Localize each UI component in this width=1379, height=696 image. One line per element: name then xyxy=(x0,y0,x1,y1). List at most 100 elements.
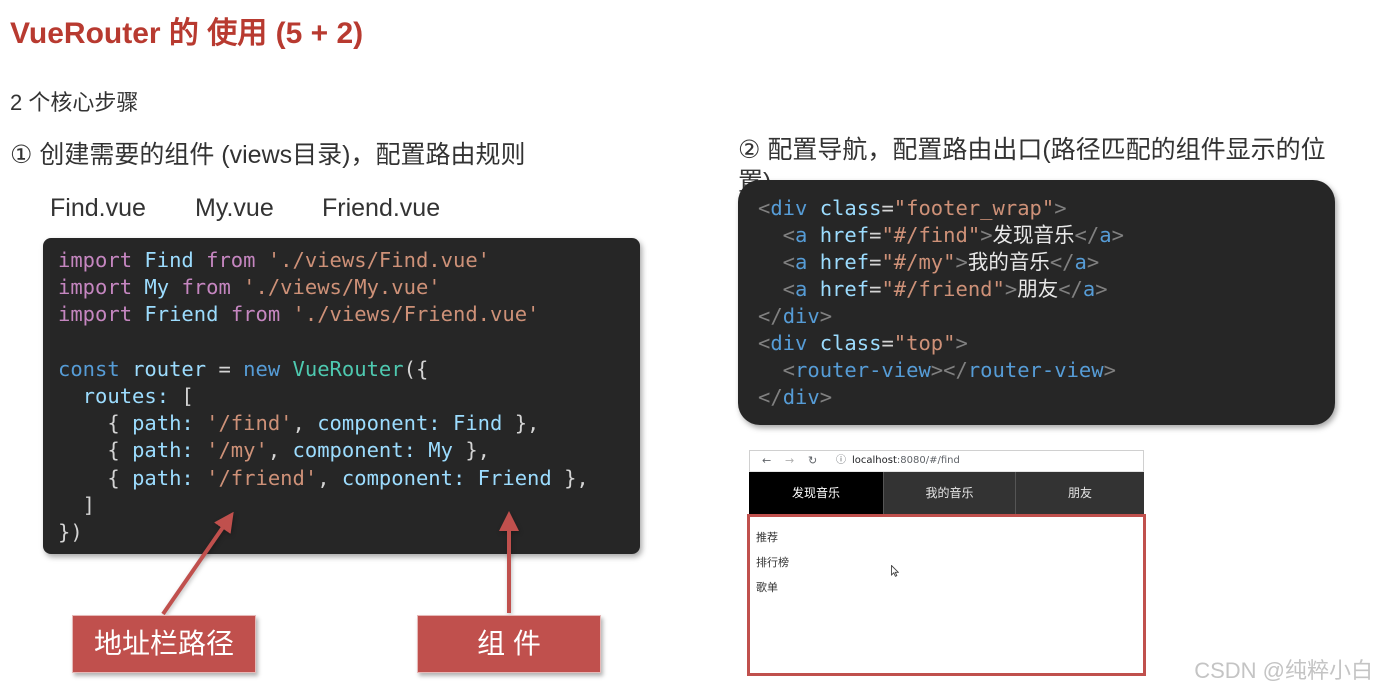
url-host: localhost xyxy=(852,455,897,466)
file-name-my: My.vue xyxy=(195,194,274,222)
code-line: <a href="#/my">我的音乐</a> xyxy=(758,249,1335,276)
address-bar[interactable]: localhost:8080/#/find xyxy=(852,451,960,471)
url-path: :8080/#/find xyxy=(896,455,960,466)
code-token: </ xyxy=(758,304,783,328)
slide-subtitle: 2 个核心步骤 xyxy=(10,90,139,115)
arrow-left-icon[interactable] xyxy=(762,451,771,471)
code-token: VueRouter xyxy=(292,356,404,381)
code-token: a xyxy=(795,250,820,274)
code-token: './views/Friend.vue' xyxy=(292,302,540,327)
code-line: <a href="#/find">发现音乐</a> xyxy=(758,222,1335,249)
code-token: > xyxy=(1004,277,1018,301)
code-token: new xyxy=(243,356,293,381)
code-token: { xyxy=(58,411,133,436)
code-line: const router = new VueRouter({ xyxy=(58,356,640,383)
code-token: const xyxy=(58,356,133,381)
code-token: { xyxy=(58,465,133,490)
code-line: { path: '/friend', component: Friend }, xyxy=(58,465,640,492)
code-token: > xyxy=(819,304,833,328)
code-token: router-view xyxy=(967,358,1104,382)
tab-friend[interactable]: 朋友 xyxy=(1015,472,1144,514)
code-token: , xyxy=(292,411,318,436)
browser-toolbar: localhost:8080/#/find xyxy=(749,450,1144,472)
code-token: }) xyxy=(58,519,83,544)
info-icon[interactable] xyxy=(836,451,846,471)
code-token: div xyxy=(782,385,820,409)
slide-title: VueRouter 的 使用 (5 + 2) xyxy=(10,17,364,50)
code-token: path: xyxy=(132,411,207,436)
code-token: ></ xyxy=(930,358,968,382)
code-token: > xyxy=(955,331,968,355)
code-token: = xyxy=(881,331,894,355)
code-token: < xyxy=(758,223,796,247)
code-token: class xyxy=(819,196,882,220)
code-token: href xyxy=(819,277,870,301)
code-token: Find xyxy=(452,411,503,436)
code-token: from xyxy=(181,275,244,300)
code-token: div xyxy=(770,331,820,355)
code-token: import xyxy=(58,248,145,272)
code-token: a xyxy=(1082,277,1096,301)
code-token: > xyxy=(1054,196,1067,220)
code-token: { xyxy=(58,438,133,463)
nav-tabs: 发现音乐 我的音乐 朋友 xyxy=(749,472,1144,514)
code-token: > xyxy=(819,385,833,409)
list-item: 排行榜 xyxy=(756,556,789,569)
tab-my-music[interactable]: 我的音乐 xyxy=(883,472,1015,514)
code-token: , xyxy=(317,465,342,490)
code-line: <router-view></router-view> xyxy=(758,357,1335,384)
code-token: a xyxy=(1074,250,1087,274)
code-token: href xyxy=(819,250,870,274)
code-token: href xyxy=(819,223,870,247)
code-token: = xyxy=(869,277,882,301)
code-token: ] xyxy=(58,492,96,517)
code-token: "top" xyxy=(893,331,956,355)
code-token: < xyxy=(758,196,771,220)
code-token: a xyxy=(795,277,820,301)
code-token: </ xyxy=(1049,250,1075,274)
file-name-find: Find.vue xyxy=(50,194,146,222)
code-token: import xyxy=(58,275,145,300)
code-token: = xyxy=(218,356,244,381)
code-line: import Friend from './views/Friend.vue' xyxy=(58,301,640,328)
code-token: Friend xyxy=(144,302,231,327)
code-token: class xyxy=(819,331,882,355)
code-token: < xyxy=(758,358,796,382)
code-token: "#/my" xyxy=(881,250,956,274)
code-line: { path: '/find', component: Find }, xyxy=(58,410,640,437)
code-token: = xyxy=(869,223,882,247)
code-line: import Find from './views/Find.vue' xyxy=(58,247,640,274)
code-line: </div> xyxy=(758,303,1335,330)
router-config-code-block: import Find from './views/Find.vue'impor… xyxy=(43,238,640,554)
code-token: < xyxy=(758,331,771,355)
code-token: component: xyxy=(341,465,478,490)
code-line: }) xyxy=(58,519,640,546)
reload-icon[interactable] xyxy=(808,451,817,471)
code-token: < xyxy=(758,250,796,274)
code-token: './views/Find.vue' xyxy=(267,248,491,272)
code-token: > xyxy=(1095,277,1108,301)
list-item: 歌单 xyxy=(756,581,778,594)
code-token: component: xyxy=(292,438,429,463)
browser-preview: localhost:8080/#/find 发现音乐 我的音乐 朋友 推荐 排行… xyxy=(747,450,1146,676)
arrow-right-icon[interactable] xyxy=(785,451,794,471)
code-line: <div class="top"> xyxy=(758,330,1335,357)
code-token: </ xyxy=(758,385,783,409)
code-token: My xyxy=(428,438,453,463)
code-line: ] xyxy=(58,492,640,519)
address-path-callout: 地址栏路径 xyxy=(72,615,256,673)
tab-find-music[interactable]: 发现音乐 xyxy=(749,472,883,514)
code-line: <div class="footer_wrap"> xyxy=(758,195,1335,222)
code-token: './views/My.vue' xyxy=(243,275,441,300)
code-token: routes: xyxy=(58,383,170,408)
list-item: 推荐 xyxy=(756,531,778,544)
code-token: = xyxy=(869,250,882,274)
component-callout: 组 件 xyxy=(417,615,601,673)
mouse-pointer-icon xyxy=(891,565,899,577)
code-token: "#/friend" xyxy=(881,277,1005,301)
code-token: "footer_wrap" xyxy=(893,196,1055,220)
code-token: > xyxy=(1103,358,1116,382)
code-line: <a href="#/friend">朋友</a> xyxy=(758,276,1335,303)
code-line: import My from './views/My.vue' xyxy=(58,274,640,301)
code-token: , xyxy=(267,438,293,463)
